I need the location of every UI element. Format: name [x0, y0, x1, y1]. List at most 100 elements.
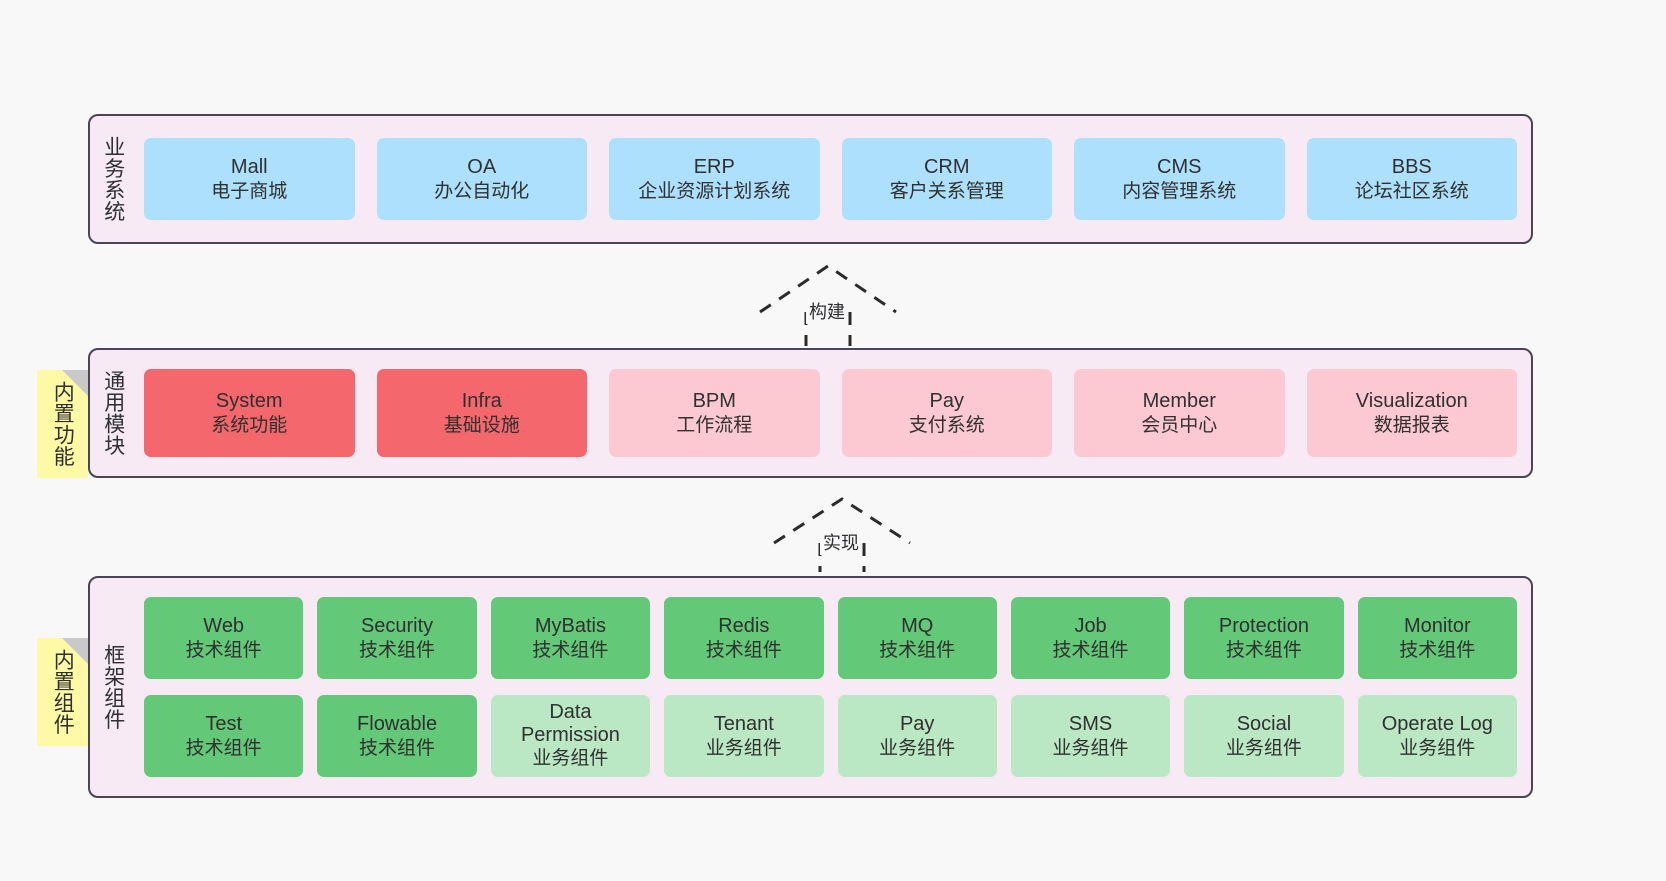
card-title: OA: [467, 156, 497, 179]
arrow-head-outline: [773, 497, 911, 545]
layer-body-common-module: System 系统功能 Infra 基础设施 BPM 工作流程 Pay 支付系统…: [136, 350, 1531, 476]
card-title: Pay: [899, 713, 935, 736]
card-desc: 业务组件: [705, 737, 782, 759]
card-title: Pay: [929, 390, 964, 413]
card-desc: 系统功能: [211, 414, 288, 436]
card-redis[interactable]: Redis 技术组件: [664, 597, 824, 679]
card-desc: 业务组件: [879, 737, 956, 759]
card-desc: 业务组件: [532, 748, 609, 770]
card-operate-log[interactable]: Operate Log 业务组件: [1357, 695, 1517, 777]
card-desc: 业务组件: [1399, 737, 1476, 759]
card-row: System 系统功能 Infra 基础设施 BPM 工作流程 Pay 支付系统…: [144, 369, 1517, 457]
note-label: 内置组件: [51, 649, 75, 735]
layer-body-framework-component: Web 技术组件 Security 技术组件 MyBatis 技术组件 Redi…: [136, 578, 1531, 796]
card-flowable[interactable]: Flowable 技术组件: [317, 695, 477, 777]
card-desc: 内容管理系统: [1122, 180, 1237, 202]
card-desc: 技术组件: [1052, 639, 1129, 661]
card-title: MQ: [901, 615, 934, 638]
card-title: Data Permission: [520, 701, 620, 747]
card-system[interactable]: System 系统功能: [144, 369, 355, 457]
card-data-permission[interactable]: Data Permission 业务组件: [490, 695, 651, 777]
card-title: Operate Log: [1381, 713, 1493, 736]
card-row: Mall 电子商城 OA 办公自动化 ERP 企业资源计划系统 CRM 客户关系…: [144, 138, 1517, 220]
card-member[interactable]: Member 会员中心: [1074, 369, 1285, 457]
card-desc: 技术组件: [879, 639, 956, 661]
card-title: SMS: [1068, 713, 1113, 736]
card-desc: 基础设施: [443, 414, 520, 436]
layer-business-system: 业务系统 Mall 电子商城 OA 办公自动化 ERP 企业资源计划系统 CRM…: [88, 114, 1533, 244]
card-test[interactable]: Test 技术组件: [144, 695, 304, 777]
card-title: Mall: [230, 156, 268, 179]
card-desc: 论坛社区系统: [1354, 180, 1469, 202]
card-protection[interactable]: Protection 技术组件: [1184, 597, 1344, 679]
layer-common-module: 通用模块 System 系统功能 Infra 基础设施 BPM 工作流程 Pay…: [88, 348, 1533, 478]
note-fold-corner-icon: [62, 370, 88, 396]
card-title: Social: [1236, 713, 1292, 736]
layer-framework-component: 框架组件 Web 技术组件 Security 技术组件 MyBatis 技术组件…: [88, 576, 1533, 798]
card-sms[interactable]: SMS 业务组件: [1010, 695, 1171, 777]
card-mall[interactable]: Mall 电子商城: [144, 138, 355, 220]
card-title: Infra: [461, 390, 502, 413]
card-title: BBS: [1391, 156, 1432, 179]
card-job[interactable]: Job 技术组件: [1010, 597, 1171, 679]
card-desc: 技术组件: [1225, 639, 1302, 661]
card-desc: 技术组件: [185, 737, 262, 759]
note-builtin-component: 内置组件: [37, 638, 88, 746]
card-bbs[interactable]: BBS 论坛社区系统: [1306, 138, 1517, 220]
card-social[interactable]: Social 业务组件: [1184, 695, 1344, 777]
card-tenant[interactable]: Tenant 业务组件: [664, 695, 824, 777]
note-fold-corner-icon: [62, 638, 88, 664]
note-label: 内置功能: [51, 381, 75, 467]
card-desc: 技术组件: [359, 737, 436, 759]
card-mybatis[interactable]: MyBatis 技术组件: [490, 597, 651, 679]
card-desc: 业务组件: [1225, 737, 1302, 759]
card-desc: 办公自动化: [434, 180, 530, 202]
card-title: Redis: [718, 615, 770, 638]
card-oa[interactable]: OA 办公自动化: [376, 138, 587, 220]
card-monitor[interactable]: Monitor 技术组件: [1357, 597, 1517, 679]
card-desc: 业务组件: [1052, 737, 1129, 759]
card-desc: 企业资源计划系统: [638, 180, 791, 202]
card-crm[interactable]: CRM 客户关系管理: [841, 138, 1052, 220]
card-cms[interactable]: CMS 内容管理系统: [1074, 138, 1285, 220]
card-desc: 技术组件: [1399, 639, 1476, 661]
connector-build: 构建: [758, 262, 898, 346]
card-pay[interactable]: Pay 支付系统: [841, 369, 1052, 457]
layer-title-business-system: 业务系统: [101, 136, 125, 222]
card-title: CMS: [1157, 156, 1202, 179]
connector-label-implement: 实现: [820, 529, 862, 555]
card-desc: 客户关系管理: [889, 180, 1004, 202]
card-title: Monitor: [1403, 615, 1471, 638]
card-title: ERP: [693, 156, 735, 179]
connector-implement: 实现: [772, 495, 912, 572]
card-title: System: [215, 390, 283, 413]
card-infra[interactable]: Infra 基础设施: [376, 369, 587, 457]
layer-title-framework-component: 框架组件: [101, 644, 125, 730]
card-pay-component[interactable]: Pay 业务组件: [837, 695, 997, 777]
card-desc: 支付系统: [908, 414, 985, 436]
card-visualization[interactable]: Visualization 数据报表: [1306, 369, 1517, 457]
card-title: Flowable: [357, 713, 438, 736]
card-title: Job: [1074, 615, 1107, 638]
card-security[interactable]: Security 技术组件: [317, 597, 477, 679]
card-desc: 技术组件: [185, 639, 262, 661]
layer-title-common-module: 通用模块: [101, 370, 125, 456]
connector-label-build: 构建: [806, 298, 848, 324]
note-builtin-function: 内置功能: [37, 370, 88, 478]
card-bpm[interactable]: BPM 工作流程: [609, 369, 820, 457]
card-title: CRM: [923, 156, 970, 179]
card-erp[interactable]: ERP 企业资源计划系统: [609, 138, 820, 220]
card-desc: 工作流程: [676, 414, 753, 436]
arrow-head-outline: [759, 264, 897, 314]
card-web[interactable]: Web 技术组件: [144, 597, 304, 679]
card-mq[interactable]: MQ 技术组件: [837, 597, 997, 679]
card-title: Tenant: [713, 713, 774, 736]
card-title: Visualization: [1355, 390, 1468, 413]
card-desc: 会员中心: [1141, 414, 1218, 436]
card-desc: 数据报表: [1373, 414, 1450, 436]
card-title: Web: [203, 615, 245, 638]
card-row: Web 技术组件 Security 技术组件 MyBatis 技术组件 Redi…: [144, 597, 1517, 679]
card-title: MyBatis: [534, 615, 606, 638]
card-desc: 技术组件: [359, 639, 436, 661]
